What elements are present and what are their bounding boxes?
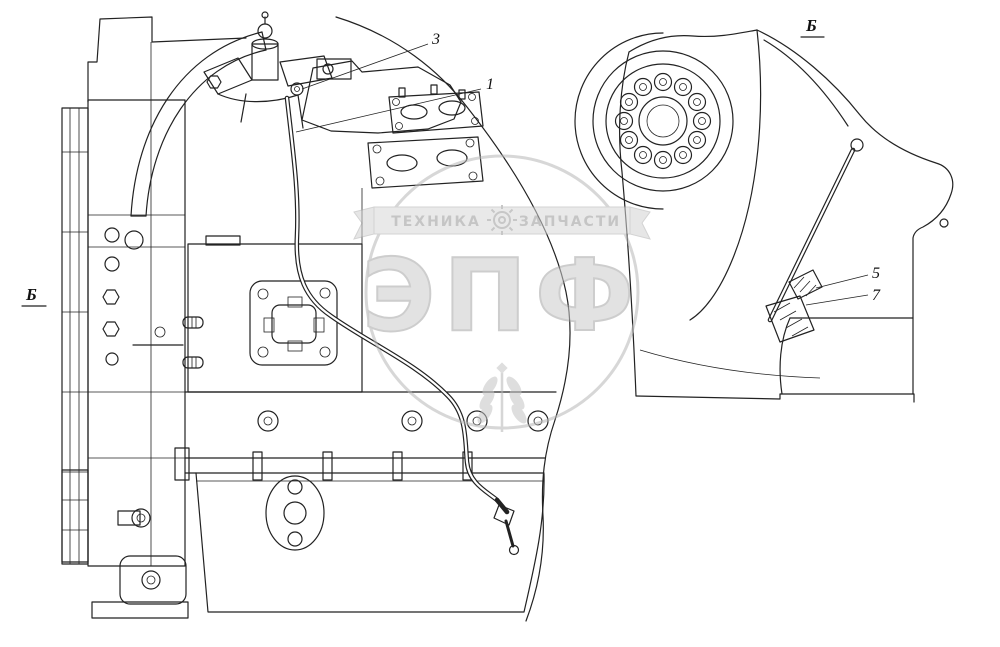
housing-outline xyxy=(628,29,758,53)
right-view: 5 7 Б xyxy=(574,16,954,403)
left-lower-brackets xyxy=(61,469,189,619)
callout-5-leader xyxy=(815,274,869,289)
plate-bolts xyxy=(102,227,204,369)
cut-edge xyxy=(335,16,571,622)
mounting-plate xyxy=(187,235,363,393)
gear-cover xyxy=(130,31,267,217)
watermark-banner-right: ЗАПЧАСТИ xyxy=(519,214,621,230)
callout-7: 7 xyxy=(872,287,881,304)
dipstick-handle xyxy=(850,138,864,152)
front-plates xyxy=(61,42,186,567)
callout-3-leader xyxy=(301,43,429,90)
callout-3: 3 xyxy=(431,31,440,48)
watermark-banner-left: ТЕХНИКА xyxy=(391,214,481,230)
watermark: ТЕХНИКА ЗАПЧАСТИ ЭПФ xyxy=(353,154,651,432)
watermark-brand: ЭПФ xyxy=(362,237,642,354)
view-label-right: Б xyxy=(805,16,817,35)
callout-1: 1 xyxy=(486,76,494,93)
flywheel xyxy=(574,32,734,210)
fender-outline xyxy=(756,29,954,395)
flywheel-bolts xyxy=(614,72,712,170)
dipstick-tube xyxy=(765,138,864,343)
lower-block xyxy=(174,391,557,481)
wheat-icon xyxy=(477,362,527,432)
callout-7-leader xyxy=(805,294,869,306)
tube-bracket xyxy=(765,295,815,343)
view-label-left: Б xyxy=(25,285,37,304)
gear-icon xyxy=(487,205,517,235)
ribbon-banner: ТЕХНИКА ЗАПЧАСТИ xyxy=(353,205,651,240)
callout-1-leader xyxy=(295,88,482,133)
left-view: 3 1 Б xyxy=(21,11,571,622)
fuel-filter-cluster xyxy=(203,11,333,129)
fuel-drain-tube xyxy=(284,95,520,556)
callout-5: 5 xyxy=(872,265,880,282)
top-steps xyxy=(87,16,247,103)
oil-pan xyxy=(195,472,545,613)
tube-clamp xyxy=(788,269,823,300)
cylinder-head xyxy=(301,58,466,134)
